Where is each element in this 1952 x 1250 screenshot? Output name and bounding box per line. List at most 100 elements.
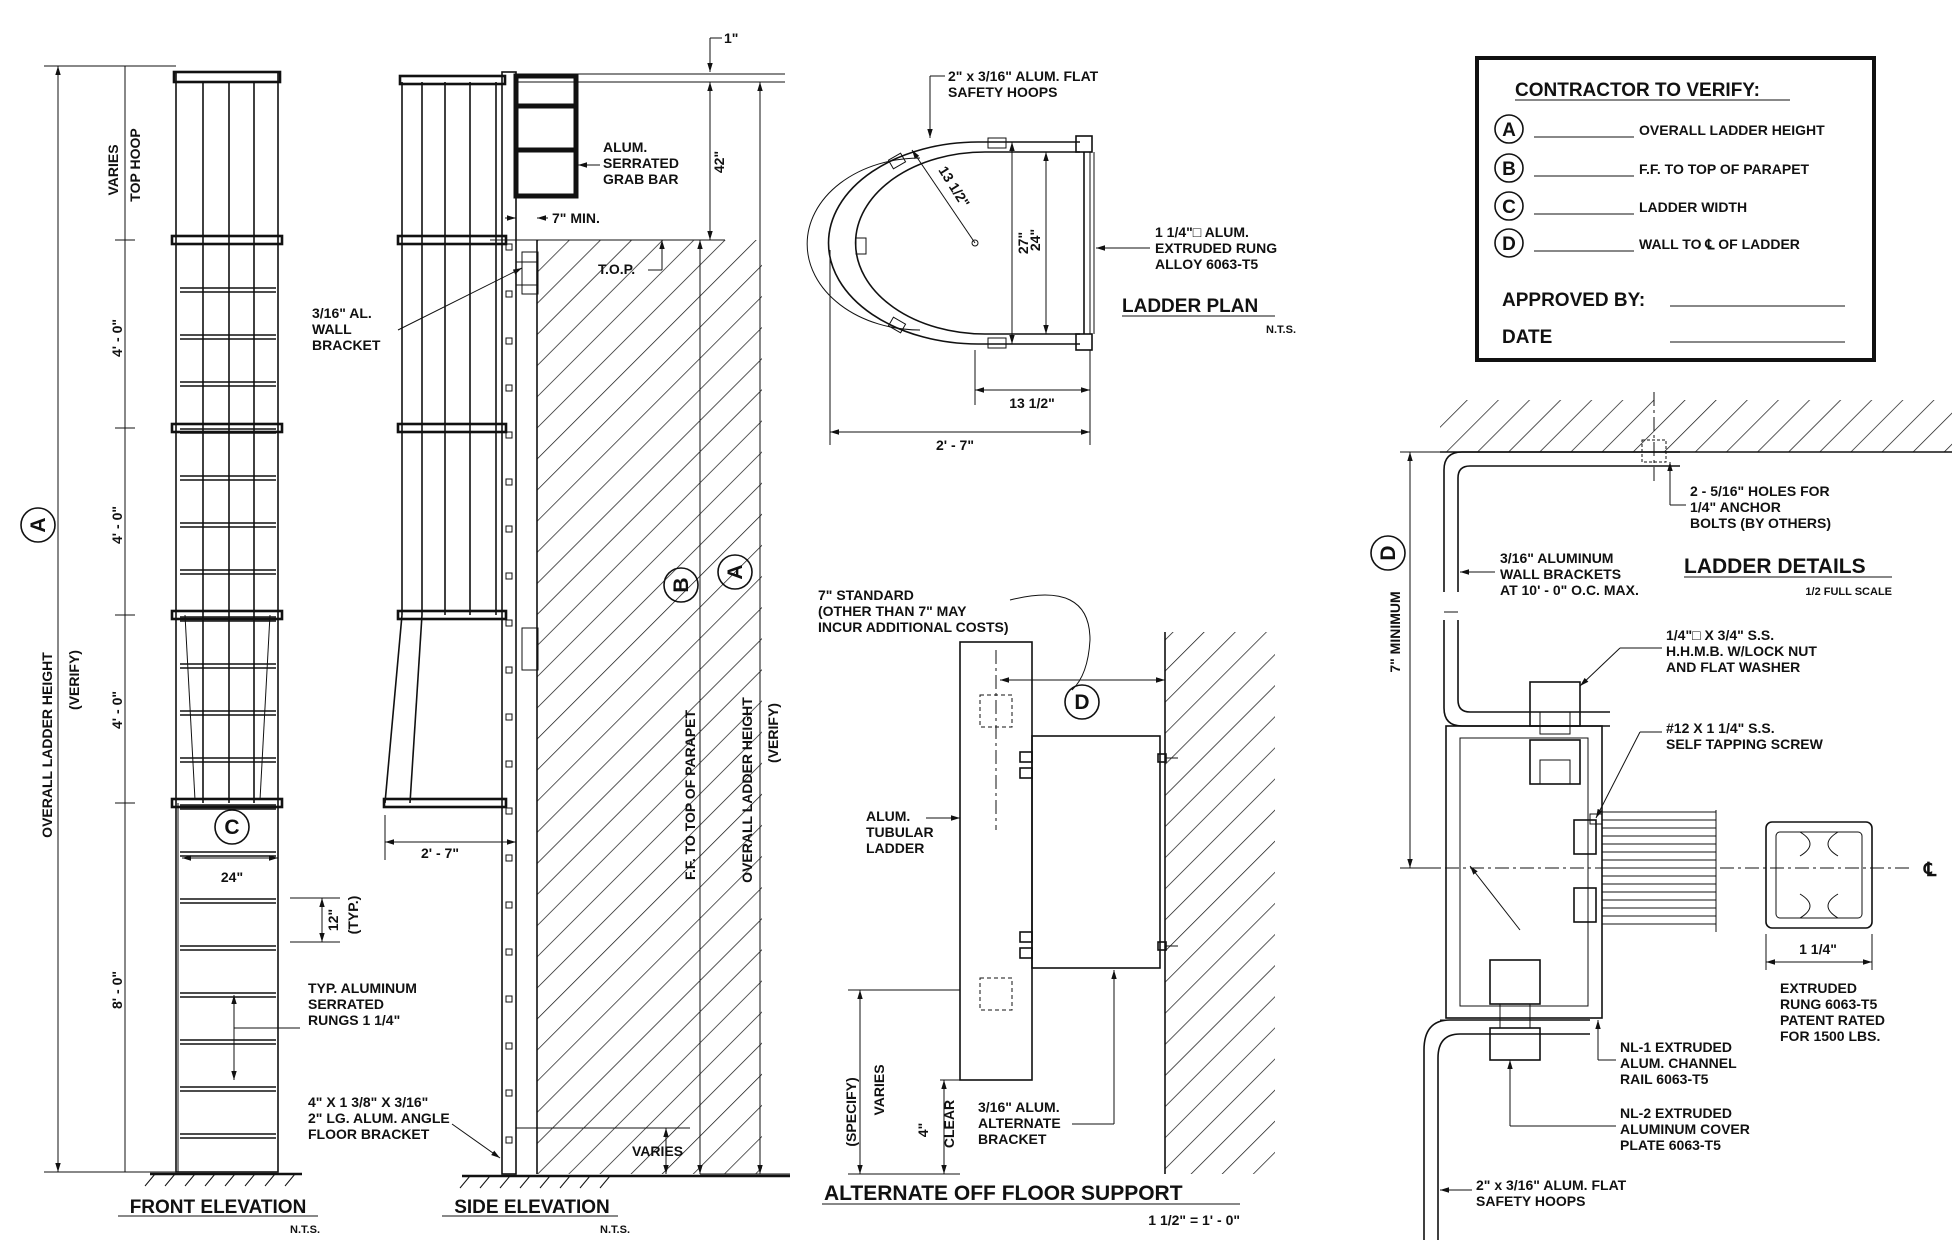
rung-hole	[505, 901, 513, 909]
plan-dim-2ft7: 2' - 7"	[936, 437, 974, 453]
ladder-plan: 13 1/2" 27" 24" 13 1/2" 2' - 7" 2" x 3/1…	[806, 68, 1296, 453]
svg-text:LADDER WIDTH: LADDER WIDTH	[1639, 199, 1747, 215]
alt-title: ALTERNATE OFF FLOOR SUPPORT	[824, 1182, 1183, 1205]
alt-bracket-3: BRACKET	[978, 1131, 1047, 1147]
plan-rung-1: 1 1/4"□ ALUM.	[1155, 224, 1249, 240]
side-width: 2' - 7"	[421, 845, 459, 861]
alt-varies: VARIES	[871, 1064, 887, 1115]
plan-rung-3: ALLOY 6063-T5	[1155, 256, 1258, 272]
front-overall-label: OVERALL LADDER HEIGHT	[39, 652, 55, 838]
alt-std-2: (OTHER THAN 7" MAY	[818, 603, 967, 619]
svg-text:D: D	[1502, 234, 1516, 255]
detail-hoops-2: SAFETY HOOPS	[1476, 1193, 1585, 1209]
rung-hole	[505, 1089, 513, 1097]
plan-hoops-2: SAFETY HOOPS	[948, 84, 1057, 100]
detail-bolt-1: 1/4"□ X 3/4" S.S.	[1666, 627, 1774, 643]
detail-brackets-3: AT 10' - 0" O.C. MAX.	[1500, 582, 1639, 598]
side-elevation: ALUM. SERRATED GRAB BAR 1" 42" 7" MIN.	[308, 30, 790, 1236]
alt-circle-d: D	[1074, 691, 1089, 714]
side-verify: (VERIFY)	[765, 703, 781, 763]
front-elevation: A OVERALL LADDER HEIGHT (VERIFY) VARIES …	[20, 65, 417, 1236]
side-circle-b: B	[670, 577, 693, 592]
grab-bar-2: SERRATED	[603, 155, 679, 171]
floor-bracket-2: 2" LG. ALUM. ANGLE	[308, 1110, 450, 1126]
contractor-title: CONTRACTOR TO VERIFY:	[1515, 80, 1760, 101]
rung-hole	[505, 243, 513, 251]
rung-hole	[505, 854, 513, 862]
detail-bolt-2: H.H.M.B. W/LOCK NUT	[1666, 643, 1817, 659]
detail-brackets-2: WALL BRACKETS	[1500, 566, 1621, 582]
detail-screw-1: #12 X 1 1/4" S.S.	[1666, 720, 1775, 736]
side-circle-a: A	[724, 564, 747, 579]
contractor-box: CONTRACTOR TO VERIFY: A OVERALL LADDER H…	[1475, 56, 1876, 362]
plan-scale: N.T.S.	[1266, 324, 1296, 336]
front-width: 24"	[221, 869, 243, 885]
contractor-item-d: D WALL TO ℄ OF LADDER	[1494, 228, 1800, 258]
rung-hole	[505, 290, 513, 298]
front-varies: VARIES	[105, 144, 121, 195]
rung-hole	[505, 1042, 513, 1050]
side-dim-1in: 1"	[724, 30, 738, 46]
svg-text:B: B	[1502, 159, 1516, 180]
detail-brackets-1: 3/16" ALUMINUM	[1500, 550, 1613, 566]
side-varies: VARIES	[632, 1143, 683, 1159]
detail-holes-1: 2 - 5/16" HOLES FOR	[1690, 483, 1830, 499]
detail-holes-3: BOLTS (BY OTHERS)	[1690, 515, 1831, 531]
front-title: FRONT ELEVATION	[130, 1197, 307, 1218]
floor-bracket-3: FLOOR BRACKET	[308, 1126, 430, 1142]
alternate-support: 7" STANDARD (OTHER THAN 7" MAY INCUR ADD…	[818, 587, 1275, 1228]
front-rungs-note-2: SERRATED	[308, 996, 384, 1012]
front-dim-4ft-3: 4' - 0"	[109, 691, 125, 729]
detail-channel-1: NL-1 EXTRUDED	[1620, 1039, 1732, 1055]
detail-rung-width: 1 1/4"	[1799, 941, 1837, 957]
front-dim-4ft-2: 4' - 0"	[109, 506, 125, 544]
plan-radius: 13 1/2"	[935, 163, 973, 210]
side-min-7: 7" MIN.	[552, 210, 600, 226]
detail-channel-2: ALUM. CHANNEL	[1620, 1055, 1737, 1071]
detail-title: LADDER DETAILS	[1684, 555, 1866, 578]
front-rungs-note-1: TYP. ALUMINUM	[308, 980, 417, 996]
front-verify: (VERIFY)	[66, 650, 82, 710]
side-bracket-1: 3/16" AL.	[312, 305, 372, 321]
alt-std-3: INCUR ADDITIONAL COSTS)	[818, 619, 1009, 635]
side-top: T.O.P.	[598, 261, 635, 277]
plan-dim-24: 24"	[1027, 229, 1043, 251]
detail-minimum: 7" MINIMUM	[1387, 591, 1403, 672]
detail-bolt-3: AND FLAT WASHER	[1666, 659, 1800, 675]
side-scale: N.T.S.	[600, 1224, 630, 1236]
side-parapet-label: F.F. TO TOP OF PARAPET	[682, 710, 698, 881]
alt-clear: CLEAR	[941, 1100, 957, 1148]
detail-rung-3: PATENT RATED	[1780, 1012, 1885, 1028]
svg-text:OVERALL LADDER HEIGHT: OVERALL LADDER HEIGHT	[1639, 122, 1825, 138]
svg-text:C: C	[1502, 197, 1516, 218]
grab-bar-1: ALUM.	[603, 139, 647, 155]
rung-hole	[505, 384, 513, 392]
rung-hole	[505, 478, 513, 486]
alt-tubular-3: LADDER	[866, 840, 924, 856]
front-rung-spacing: 12"	[325, 909, 341, 931]
rung-hole	[505, 760, 513, 768]
detail-scale: 1/2 FULL SCALE	[1805, 586, 1892, 598]
front-dim-8ft: 8' - 0"	[109, 971, 125, 1009]
svg-text:F.F. TO TOP OF PARAPET: F.F. TO TOP OF PARAPET	[1639, 161, 1810, 177]
ladder-details: ℄ 1 1/4" EXTRUDED RUNG 6063-T5 PATENT RA…	[1370, 392, 1952, 1240]
alt-bracket-1: 3/16" ALUM.	[978, 1099, 1060, 1115]
plan-dim-27: 27"	[1015, 232, 1031, 254]
approved-by: APPROVED BY:	[1502, 290, 1645, 311]
rung-hole	[505, 807, 513, 815]
side-bracket-2: WALL	[312, 321, 352, 337]
detail-rung-2: RUNG 6063-T5	[1780, 996, 1877, 1012]
detail-circle-d: D	[1377, 545, 1400, 560]
contractor-item-a: A OVERALL LADDER HEIGHT	[1494, 114, 1825, 144]
side-title: SIDE ELEVATION	[454, 1197, 610, 1218]
alt-std-1: 7" STANDARD	[818, 587, 914, 603]
front-circle-a: A	[27, 517, 50, 532]
plan-hoops-1: 2" x 3/16" ALUM. FLAT	[948, 68, 1099, 84]
detail-channel-3: RAIL 6063-T5	[1620, 1071, 1709, 1087]
rung-hole	[505, 431, 513, 439]
detail-cover-1: NL-2 EXTRUDED	[1620, 1105, 1732, 1121]
rung-hole	[505, 572, 513, 580]
front-top-hoop: TOP HOOP	[127, 128, 143, 201]
front-typ: (TYP.)	[345, 896, 361, 935]
